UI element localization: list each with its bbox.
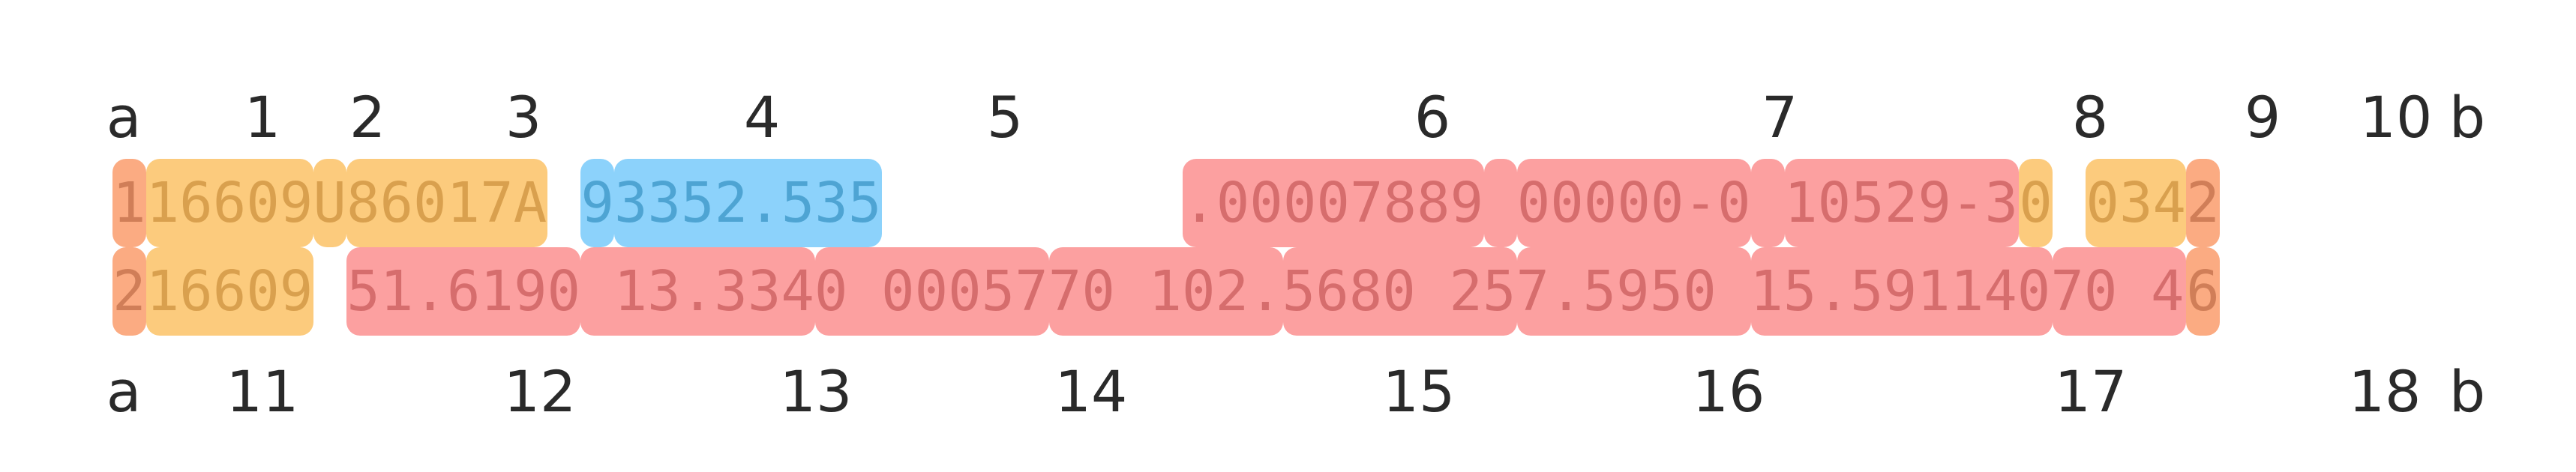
row-2-column-label: a <box>106 358 142 425</box>
row-1-column-label: 4 <box>743 84 781 151</box>
row-1-token-4-2-text: .00007889 00000-0 10529-3 <box>1484 159 1518 247</box>
row-2-column-label: 15 <box>1382 358 1456 425</box>
row-2-token-2-1-text: 16609 <box>145 259 313 324</box>
row-1-token-4-4: .00007889 00000-0 10529-3 <box>1751 159 1785 247</box>
row-1-column-label: a <box>106 84 142 151</box>
row-1-token-7-1-text: 2 <box>2186 171 2220 235</box>
row-1-token-1-1: 1 <box>112 159 146 247</box>
row-1-token-6-1: 034 <box>2086 159 2187 247</box>
row-2-column-label: 12 <box>503 358 577 425</box>
row-2-column-label: 11 <box>226 358 299 425</box>
row-1-token-4-1: .00007889 00000-0 10529-3 <box>1183 159 1484 247</box>
row-2-column-label: 18 <box>2348 358 2422 425</box>
row-2-column-label: 16 <box>1692 358 1765 425</box>
row-1-column-label: 5 <box>986 84 1024 151</box>
row-2-token-2-1: 16609 <box>145 247 313 336</box>
row-1-column-label: b <box>2449 84 2486 151</box>
row-1-token-5-1-text: 0 <box>2019 171 2053 235</box>
row-2-column-label: 14 <box>1054 358 1128 425</box>
row-1-column-label: 9 <box>2244 84 2281 151</box>
row-1-column-label: 10 <box>2359 84 2433 151</box>
row-1-column-label: 1 <box>244 84 281 151</box>
row-1-column-label: 6 <box>1414 84 1451 151</box>
row-2-column-label: 13 <box>779 358 853 425</box>
row-2-column-label: 17 <box>2054 358 2128 425</box>
row-2-column-label: b <box>2449 358 2486 425</box>
row-1-token-6-1-text: 034 <box>2086 171 2187 235</box>
row-1-token-4-3-text: .00007889 00000-0 10529-3 <box>1517 171 1751 235</box>
row-2-token-1-1-text: 2 <box>112 259 146 324</box>
row-1-token-4-5-text: .00007889 00000-0 10529-3 <box>1785 171 2018 235</box>
row-1-token-5-1: 0 <box>2019 159 2053 247</box>
row-2-token-4-1: 6 <box>2186 247 2220 336</box>
row-1-token-4-5: .00007889 00000-0 10529-3 <box>1785 159 2020 247</box>
row-1-column-label: 2 <box>349 84 386 151</box>
row-1-token-4-2: .00007889 00000-0 10529-3 <box>1483 159 1518 247</box>
row-1-column-label: 8 <box>2071 84 2109 151</box>
row-2-token-4-1-text: 6 <box>2186 259 2220 324</box>
row-1-column-label: 3 <box>505 84 542 151</box>
row-2-token-1-1: 2 <box>112 247 146 336</box>
row-1-token-4-4-text: .00007889 00000-0 10529-3 <box>1751 159 1785 247</box>
row-1-token-1-1-text: 1 <box>112 171 146 235</box>
row-1-token-7-1: 2 <box>2186 159 2220 247</box>
row-1-token-4-3: .00007889 00000-0 10529-3 <box>1517 159 1752 247</box>
row-1-column-label: 7 <box>1761 84 1798 151</box>
row-1-token-4-1-text: .00007889 00000-0 10529-3 <box>1183 171 1484 235</box>
